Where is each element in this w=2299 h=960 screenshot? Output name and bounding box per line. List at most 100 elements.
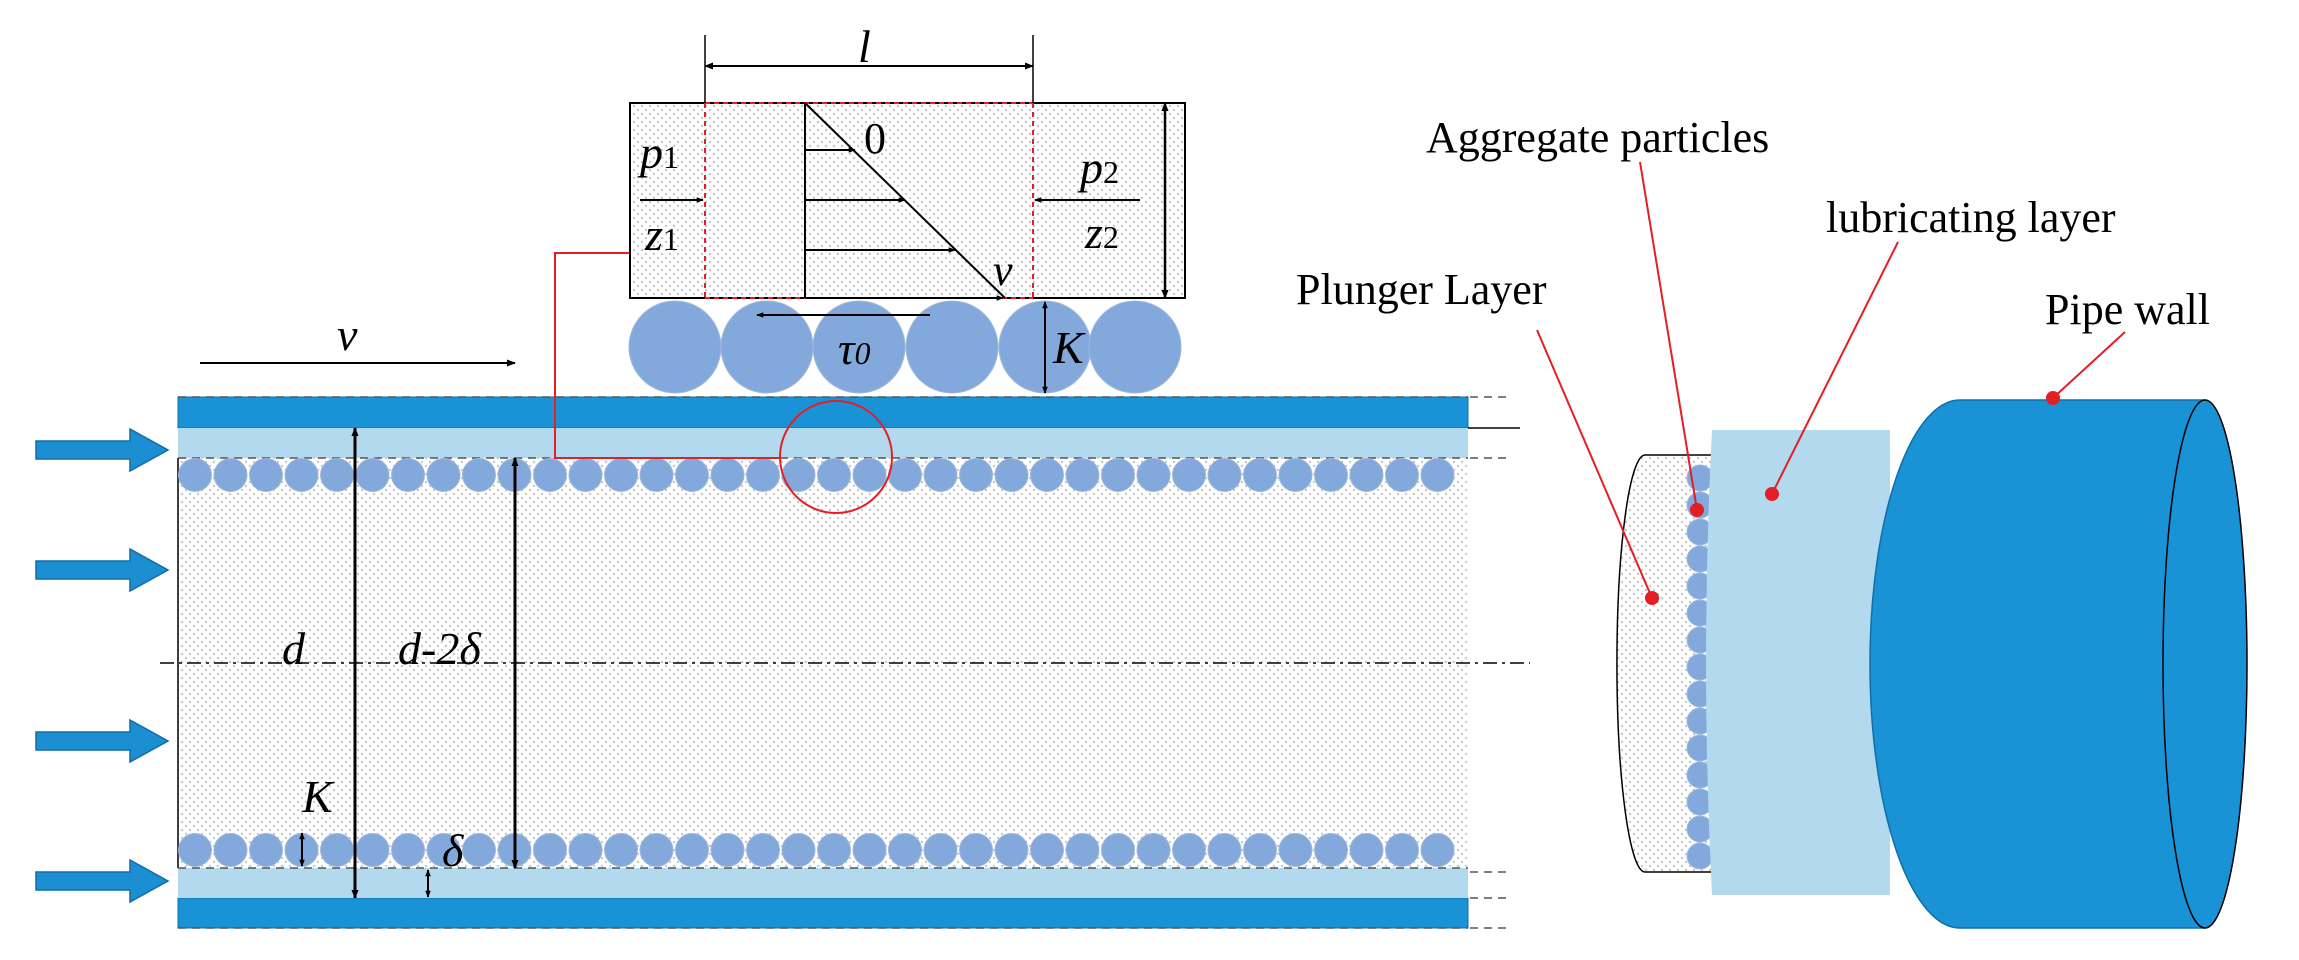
aggregate-particle xyxy=(1207,833,1242,867)
aggregate-particle xyxy=(462,833,496,867)
red-dot-icon xyxy=(1645,591,1659,605)
right-arrow-icon xyxy=(35,858,170,904)
height-left-label: z1 xyxy=(644,209,679,260)
bottom-particle-row xyxy=(178,833,1455,867)
aggregate-particle xyxy=(888,833,922,867)
aggregate-particle xyxy=(178,833,212,867)
lubricating-cylinder xyxy=(1706,430,1890,895)
aggregate-particle xyxy=(817,458,851,492)
aggregate-particle xyxy=(355,833,390,867)
velocity-label: v xyxy=(337,309,358,360)
aggregate-particle xyxy=(533,833,567,867)
aggregate-particle xyxy=(852,833,887,867)
top-particle-row xyxy=(178,458,1455,492)
aggregate-particle xyxy=(1314,458,1348,492)
aggregate-particle xyxy=(1278,458,1313,492)
aggregate-particle xyxy=(888,458,922,492)
aggregate-particle xyxy=(639,833,674,867)
aggregate-particle xyxy=(533,458,567,492)
aggregate-particle xyxy=(905,300,999,394)
right-arrow-icon xyxy=(35,547,170,593)
inner-diameter-label: d-2δ xyxy=(398,623,481,674)
aggregate-particle xyxy=(746,458,780,492)
aggregate-particle xyxy=(426,458,461,492)
aggregate-particle xyxy=(604,833,638,867)
aggregate-particle xyxy=(923,458,958,492)
aggregate-particle xyxy=(1243,833,1277,867)
aggregate-particle xyxy=(213,458,248,492)
aggregate-particle xyxy=(1101,458,1135,492)
aggregate-particle xyxy=(249,833,283,867)
aggregate-particle xyxy=(1030,458,1064,492)
aggregate-particle xyxy=(994,458,1029,492)
legend: Aggregate particles lubricating layer Pl… xyxy=(1296,113,2210,605)
right-arrow-icon xyxy=(35,718,170,764)
aggregate-particle xyxy=(320,833,354,867)
length-label: l xyxy=(858,21,871,72)
aggregate-particle xyxy=(249,458,283,492)
aggregate-particle xyxy=(1420,833,1455,867)
flow-arrows xyxy=(35,427,170,904)
height-right-label: z2 xyxy=(1084,207,1119,258)
velocity-end-label: v xyxy=(993,246,1013,295)
aggregate-particle xyxy=(284,458,319,492)
aggregate-particle xyxy=(710,833,745,867)
aggregate-particle xyxy=(628,300,722,394)
aggregate-particle xyxy=(781,833,816,867)
aggregate-particle xyxy=(1243,458,1277,492)
wall-dashed-edges xyxy=(178,396,1510,929)
aggregate-particle xyxy=(1065,458,1100,492)
pipe-wall-end xyxy=(2162,399,2248,929)
legend-pipe-wall: Pipe wall xyxy=(2045,285,2210,334)
pipe-wall-cylinder xyxy=(1869,399,2206,929)
red-dot-icon xyxy=(2046,391,2060,405)
pressure-left-label: p1 xyxy=(637,127,679,178)
detail-view: 0 v l p1 z1 p2 z2 τ0 K xyxy=(628,21,1186,394)
aggregate-particle xyxy=(852,458,887,492)
aggregate-particle xyxy=(817,833,851,867)
main-pipe: d d-2δ K δ v xyxy=(35,252,1530,929)
red-dot-icon xyxy=(1690,503,1704,517)
aggregate-particle xyxy=(1278,833,1313,867)
aggregate-particle xyxy=(1314,833,1348,867)
aggregate-particle xyxy=(178,458,212,492)
aggregate-particle xyxy=(1207,458,1242,492)
aggregate-particle xyxy=(746,833,780,867)
aggregate-particle xyxy=(426,833,461,867)
legend-lubricating-layer: lubricating layer xyxy=(1826,193,2116,242)
aggregate-particle xyxy=(812,300,906,394)
aggregate-particle xyxy=(1101,833,1135,867)
aggregate-particle xyxy=(994,833,1029,867)
aggregate-particle xyxy=(1686,842,1714,870)
aggregate-particle xyxy=(1349,833,1384,867)
aggregate-particle xyxy=(1172,833,1206,867)
aggregate-particle xyxy=(320,458,354,492)
detail-particle-row xyxy=(628,300,1182,394)
aggregate-particle xyxy=(568,833,603,867)
top-lubricating-layer xyxy=(178,428,1468,458)
delta-label: δ xyxy=(442,825,464,876)
aggregate-particle xyxy=(1088,300,1182,394)
aggregate-particle xyxy=(1420,458,1455,492)
aggregate-particle xyxy=(675,833,709,867)
aggregate-particle xyxy=(1030,833,1064,867)
aggregate-particle xyxy=(710,458,745,492)
diameter-label: d xyxy=(282,623,306,674)
aggregate-particle xyxy=(213,833,248,867)
aggregate-particle xyxy=(1385,458,1419,492)
shear-stress-label: τ0 xyxy=(838,323,870,374)
right-arrow-icon xyxy=(35,427,170,473)
aggregate-particle xyxy=(1172,458,1206,492)
aggregate-particle xyxy=(1136,833,1171,867)
particle-size-label: K xyxy=(301,771,335,822)
detail-connector xyxy=(554,252,780,459)
bottom-lubricating-layer xyxy=(178,868,1468,898)
legend-aggregate-particles: Aggregate particles xyxy=(1426,113,1769,162)
aggregate-particle xyxy=(604,458,638,492)
red-dot-icon xyxy=(1765,487,1779,501)
aggregate-particle xyxy=(639,458,674,492)
pressure-right-label: p2 xyxy=(1077,142,1119,193)
aggregate-particle xyxy=(1136,458,1171,492)
aggregate-particle xyxy=(781,458,816,492)
